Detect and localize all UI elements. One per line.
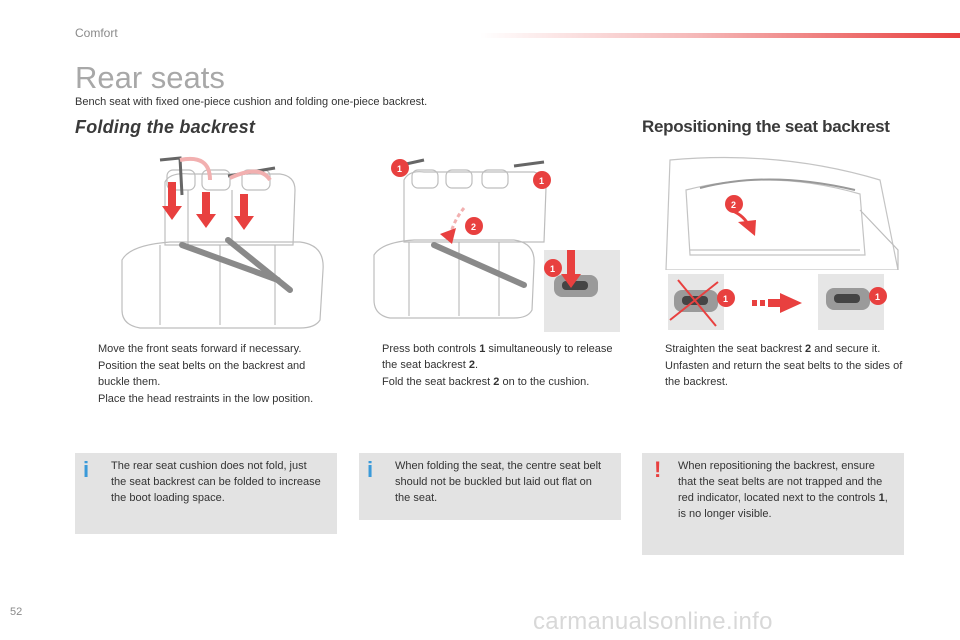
watermark: carmanualsonline.info <box>533 608 773 635</box>
heading-folding: Folding the backrest <box>75 117 256 137</box>
list-item: Unfasten and return the seat belts to th… <box>665 360 903 388</box>
list-item: Straighten the seat backrest 2 and secur… <box>665 343 881 355</box>
folding-steps-col2: Press both controls 1 simultaneously to … <box>360 341 622 391</box>
warning-icon: ! <box>654 457 662 482</box>
list-item: Press both controls 1 simultaneously to … <box>382 343 613 371</box>
label-control-1-right: 1 <box>875 292 880 302</box>
page-number: 52 <box>10 606 23 618</box>
list-item: Place the head restraints in the low pos… <box>98 393 314 405</box>
note-text: When repositioning the backrest, ensure … <box>678 460 888 520</box>
repositioning-steps: Straighten the seat backrest 2 and secur… <box>643 341 911 391</box>
info-icon: i <box>367 457 374 482</box>
label-control-1b: 1 <box>539 176 544 186</box>
label-backrest-2: 2 <box>471 222 476 232</box>
section-tag: Comfort <box>75 26 118 40</box>
list-item: Position the seat belts on the backrest … <box>98 360 306 388</box>
heading-repositioning: Repositioning the seat backrest <box>642 117 890 136</box>
note-info-centre-belt: i When folding the seat, the centre seat… <box>359 453 621 520</box>
list-item: Move the front seats forward if necessar… <box>98 343 302 355</box>
illustration-reposition-backrest: 2 1 1 <box>660 150 904 332</box>
illustration-fold-backrest: 1 1 2 1 <box>364 150 620 332</box>
note-warning-reposition: ! When repositioning the backrest, ensur… <box>642 453 904 555</box>
page-subtitle: Bench seat with fixed one-piece cushion … <box>75 96 428 108</box>
illustration-head-restraints <box>110 150 335 332</box>
label-control-1-left: 1 <box>723 294 728 304</box>
page-title: Rear seats <box>75 60 225 95</box>
label-control-1a: 1 <box>397 164 402 174</box>
note-info-cushion: i The rear seat cushion does not fold, j… <box>75 453 337 534</box>
note-text: When folding the seat, the centre seat b… <box>395 460 602 504</box>
label-backrest-2-reposition: 2 <box>731 200 736 210</box>
list-item: Fold the seat backrest 2 on to the cushi… <box>382 376 590 388</box>
header-accent-bar <box>480 33 960 38</box>
folding-steps-col1: Move the front seats forward if necessar… <box>76 341 338 408</box>
label-control-1c: 1 <box>550 264 555 274</box>
note-text: The rear seat cushion does not fold, jus… <box>111 460 321 504</box>
info-icon: i <box>83 457 90 482</box>
